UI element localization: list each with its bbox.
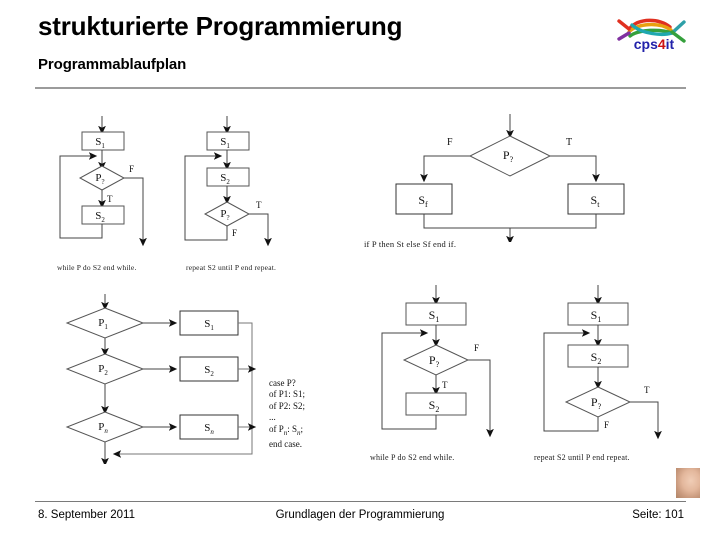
logo-wordmark: cps4it	[612, 36, 696, 52]
label-false: F	[604, 420, 609, 430]
label-false: F	[232, 228, 237, 238]
label-true: T	[107, 194, 113, 204]
label-s1: S1	[591, 308, 602, 324]
code-line-2: of P1: S1;	[269, 389, 306, 400]
node-st	[567, 183, 625, 215]
label-p: P?	[220, 208, 229, 222]
edge-merge	[423, 214, 597, 229]
footer-course: Grundlagen der Programmierung	[275, 509, 445, 521]
label-p: P?	[95, 172, 104, 186]
cps4it-fish-icon	[617, 18, 686, 43]
figure-case: P1 P2 Pn S1 S2 Sn	[55, 294, 260, 464]
node-s1	[81, 131, 125, 151]
caption-repeat-small: repeat S2 until P end repeat.	[186, 263, 277, 272]
code-line-6: end case.	[269, 438, 302, 449]
label-s1: S1	[95, 136, 105, 150]
edge-p-true-exit	[630, 401, 662, 440]
label-s1: S1	[220, 136, 230, 150]
label-true: T	[644, 385, 650, 395]
code-line-5: of Pn: Sn;	[269, 423, 304, 437]
figure-if-then-else: P? Sf St F T	[390, 112, 630, 242]
label-sf: Sf	[418, 193, 428, 209]
node-p	[468, 135, 552, 177]
figure-repeat-big: S1 S2 P? T F	[540, 285, 700, 445]
edge-loopback-false	[184, 152, 228, 241]
caption-while-big: while P do S2 end while.	[370, 453, 455, 462]
footer-page-number: Seite: 101	[632, 509, 684, 521]
label-p: P?	[429, 353, 440, 369]
footer-divider	[35, 501, 686, 502]
label-s2: S2	[429, 398, 440, 414]
page-title: strukturierte Programmierung	[38, 11, 403, 41]
edge-loopback	[59, 152, 103, 239]
logo-text-4: 4	[657, 36, 666, 52]
edge-p-true-exit	[249, 213, 272, 247]
node-sf	[395, 183, 453, 215]
code-line-5-sub1: n	[283, 428, 288, 437]
code-line-5-a: of P	[269, 423, 284, 434]
label-s1: S1	[204, 318, 214, 332]
presenter-photo	[676, 468, 700, 498]
label-sn: Sn	[204, 422, 214, 436]
caption-if-then-else: if P then St else Sf end if.	[364, 239, 457, 249]
label-true: T	[566, 137, 572, 148]
page-subtitle: Programmablaufplan	[38, 56, 187, 73]
edge-loopback	[381, 329, 437, 430]
label-true: T	[442, 380, 448, 390]
caption-while-small: while P do S2 end while.	[57, 263, 137, 272]
edge-p-false-exit	[124, 177, 147, 247]
edge-loopback-false	[543, 329, 599, 432]
code-line-4: ...	[269, 412, 276, 423]
edge-p-false-exit	[468, 359, 494, 438]
figure-while-small: S1 P? S2 F T	[55, 114, 165, 254]
label-p: P?	[503, 148, 514, 164]
label-s2: S2	[204, 364, 214, 378]
label-pn: Pn	[98, 421, 108, 435]
logo-text-it: it	[665, 36, 675, 52]
node-s2	[81, 205, 125, 225]
figure-repeat-small: S1 S2 P? T F	[180, 114, 290, 254]
label-s2: S2	[95, 210, 105, 224]
node-sn	[179, 414, 239, 440]
caption-repeat-big: repeat S2 until P end repeat.	[534, 453, 630, 462]
code-line-1: case P?	[269, 378, 296, 388]
label-p1: P1	[98, 317, 108, 331]
label-s2: S2	[591, 350, 602, 366]
label-false: F	[474, 343, 479, 353]
code-line-3: of P2: S2;	[269, 400, 306, 411]
code-line-5-sub2: n	[297, 428, 301, 437]
edge-true-to-st	[550, 155, 600, 183]
label-s2: S2	[220, 172, 230, 186]
code-line-5-c: ;	[300, 423, 304, 434]
label-true: T	[256, 200, 262, 210]
node-s1	[206, 131, 250, 151]
footer-date: 8. September 2011	[38, 509, 135, 521]
label-st: St	[591, 193, 601, 209]
label-s1: S1	[429, 308, 440, 324]
edge-s1-merge	[112, 322, 253, 458]
label-false: F	[129, 164, 134, 174]
label-p: P?	[591, 395, 602, 411]
label-p2: P2	[98, 363, 108, 377]
header-divider	[35, 87, 686, 89]
code-line-5-b: : S	[287, 423, 298, 434]
figure-while-big: S1 P? S2 F T	[378, 285, 523, 445]
label-false: F	[447, 137, 453, 148]
edge-false-to-sf	[420, 155, 470, 183]
node-s2	[206, 167, 250, 187]
case-code-block: case P? of P1: S1; of P2: S2; ... of Pn:…	[269, 378, 305, 450]
logo-text-cps: cps	[633, 36, 658, 52]
